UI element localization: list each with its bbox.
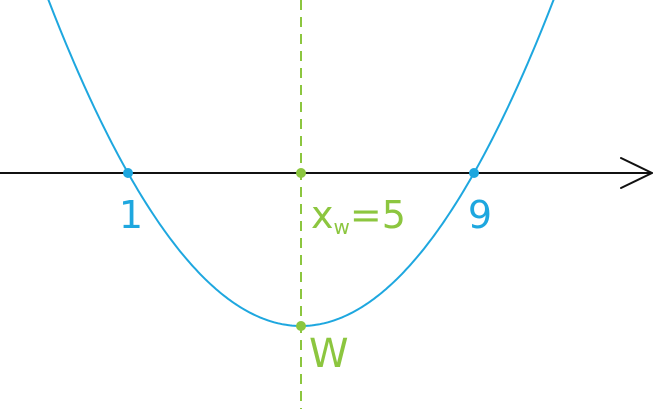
root-point-9 (469, 168, 479, 178)
vertex-x-label: xw=5 (311, 193, 406, 239)
x-axis-arrowhead (620, 157, 653, 189)
vertex-x-label-subscript: w (334, 215, 350, 239)
vertex-x-label-main: x (311, 193, 334, 237)
vertex-label: W (309, 331, 349, 377)
root-point-1 (123, 168, 133, 178)
vertex-point (296, 321, 306, 331)
vertex-x-label-value: =5 (350, 193, 406, 237)
symmetry-axis-intersection-point (296, 168, 306, 178)
root-label-1: 1 (119, 193, 143, 237)
root-label-9: 9 (468, 193, 492, 237)
